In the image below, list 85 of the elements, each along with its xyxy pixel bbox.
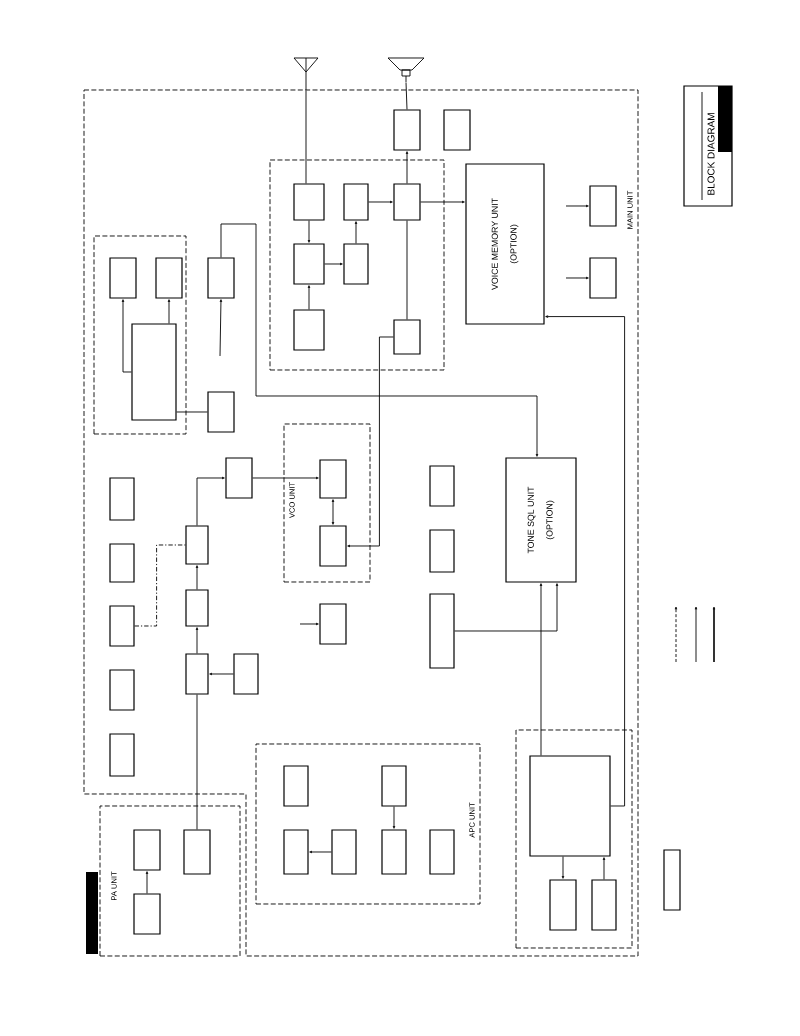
- block-box: [185, 653, 209, 695]
- arrow: [561, 856, 565, 879]
- block-box: [225, 457, 253, 499]
- antenna-symbol: [293, 57, 319, 91]
- block-box: [529, 755, 611, 857]
- block-box: [293, 243, 325, 285]
- block-box: [429, 829, 455, 875]
- block-box: [591, 879, 617, 931]
- arrow: [307, 220, 311, 243]
- block-box: [381, 829, 407, 875]
- arrow: [324, 262, 343, 266]
- arrow: [354, 221, 358, 244]
- block-box: [331, 829, 357, 875]
- arrow: [331, 499, 335, 525]
- connector-line: [196, 694, 198, 830]
- connector-line: [405, 82, 408, 110]
- block-box: [293, 309, 325, 351]
- block-box: [109, 257, 137, 299]
- block-box: [207, 391, 235, 433]
- block-box: [109, 543, 135, 583]
- unit-frame: [515, 729, 633, 949]
- speaker-symbol: [387, 57, 425, 83]
- arrow: [195, 565, 199, 590]
- block-box: [319, 525, 347, 567]
- block-box: [207, 257, 235, 299]
- connector-line: [305, 90, 307, 184]
- arrow: [167, 299, 171, 324]
- block-box: [393, 109, 421, 151]
- block-box: [589, 257, 617, 299]
- arrow: [299, 622, 319, 626]
- block-box: [343, 243, 369, 285]
- block-box: [233, 653, 259, 695]
- arrow: [195, 627, 199, 654]
- arrow: [545, 315, 626, 807]
- block-box: [393, 183, 421, 221]
- block-box: [185, 589, 209, 627]
- arrow: [209, 672, 234, 676]
- connector-line: [176, 411, 208, 413]
- arrow: [309, 850, 332, 854]
- block-box: [443, 109, 471, 151]
- arrow: [565, 204, 589, 208]
- block-box: [133, 893, 161, 935]
- arrow: [252, 476, 319, 480]
- arrow: [392, 806, 396, 829]
- arrow: [405, 151, 409, 184]
- block-box: [429, 529, 455, 573]
- arrow: [220, 223, 539, 457]
- arrow: [539, 583, 543, 756]
- block-box: [133, 829, 161, 871]
- block-box: [185, 525, 209, 565]
- arrow: [121, 299, 132, 373]
- block-box: [393, 319, 421, 355]
- unit-frame: [93, 235, 187, 435]
- block-box: [319, 603, 347, 645]
- connector-line: [406, 220, 408, 320]
- block-box: [283, 765, 309, 807]
- block-box: [109, 477, 135, 521]
- block-box: [589, 185, 617, 227]
- block-box: [549, 879, 577, 931]
- arrow: [307, 285, 311, 310]
- arrow: [454, 583, 559, 632]
- block-box: [109, 605, 135, 647]
- connector-line: [134, 544, 186, 627]
- block-box: [663, 849, 681, 911]
- arrow: [368, 200, 393, 204]
- block-box: [131, 323, 177, 421]
- block-box: [183, 829, 211, 875]
- block-box: [293, 183, 325, 221]
- arrow: [420, 200, 465, 204]
- arrow: [347, 336, 394, 548]
- arrow: [219, 299, 223, 357]
- block-box: [343, 183, 369, 221]
- arrow: [196, 476, 225, 526]
- block-box: [381, 765, 407, 807]
- arrow: [565, 276, 589, 280]
- arrow: [602, 857, 606, 880]
- arrow: [145, 871, 149, 894]
- block-box: [109, 733, 135, 777]
- block-box: [319, 459, 347, 499]
- block-box: [429, 593, 455, 669]
- block-box: [109, 669, 135, 711]
- unit-frame: [269, 159, 445, 371]
- block-box: [155, 257, 183, 299]
- block-box: [429, 465, 455, 507]
- block-box: [283, 829, 309, 875]
